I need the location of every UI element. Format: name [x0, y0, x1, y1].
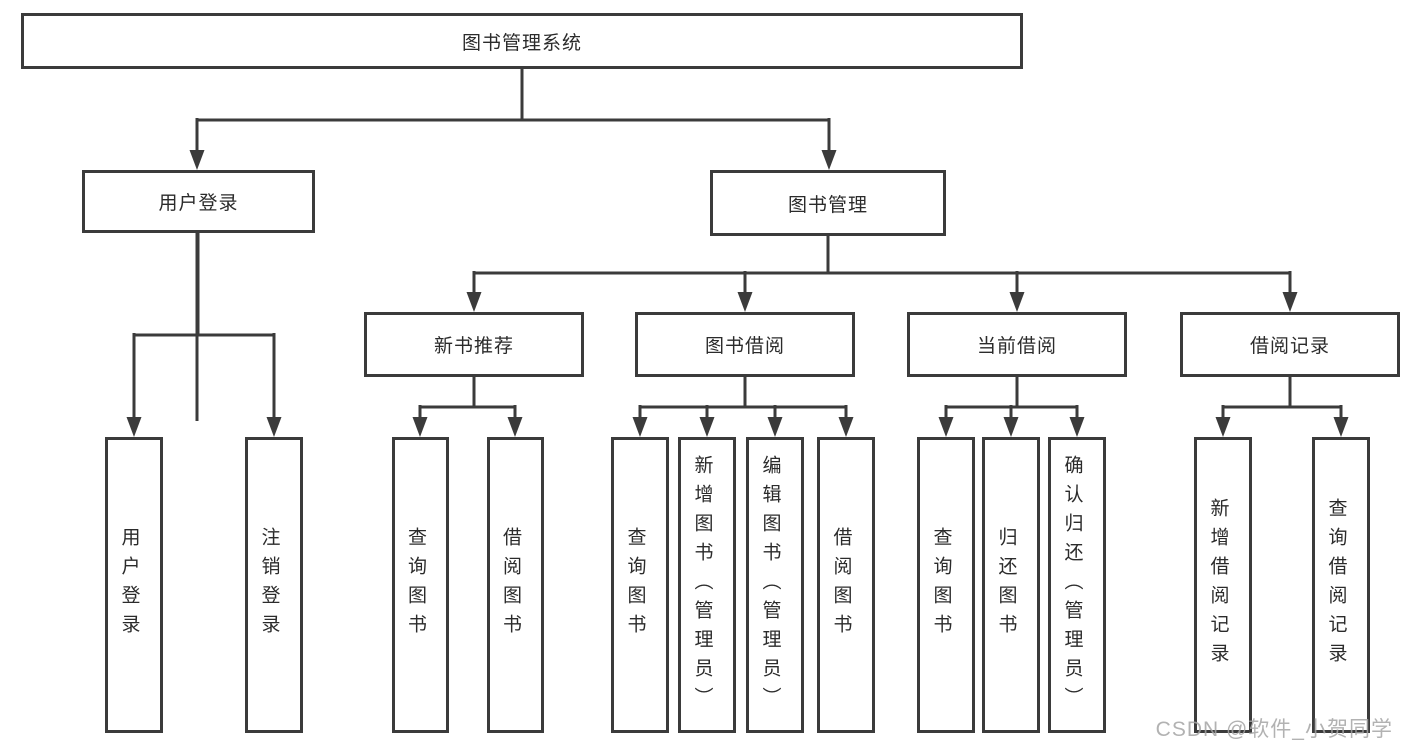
leaf-newrec-borrow-book-label: 借阅图书 — [500, 527, 521, 643]
leaf-user-login: 用户登录 — [105, 437, 163, 733]
leaf-current-confirm-return: 确认归还（管理员） — [1048, 437, 1106, 733]
leaf-borrow-borrow-book: 借阅图书 — [817, 437, 875, 733]
leaf-borrow-borrow-book-label: 借阅图书 — [830, 527, 852, 643]
node-current-borrow-label: 当前借阅 — [976, 336, 1057, 357]
leaf-record-add: 新增借阅记录 — [1194, 437, 1252, 733]
leaf-newrec-query-book: 查询图书 — [392, 437, 449, 733]
arrowheads — [126, 150, 1349, 437]
leaf-logout-label: 注销登录 — [258, 527, 280, 643]
leaf-borrow-query-book-label: 查询图书 — [624, 527, 646, 643]
node-book-borrow: 图书借阅 — [635, 312, 855, 377]
csdn-watermark: CSDN @软件_小贺同学 — [1155, 718, 1393, 741]
leaf-record-add-label: 新增借阅记录 — [1207, 498, 1229, 672]
node-borrow-record-label: 借阅记录 — [1249, 336, 1330, 357]
leaf-current-return-book-label: 归还图书 — [995, 527, 1017, 643]
leaf-current-query-book-label: 查询图书 — [930, 527, 952, 643]
leaf-user-login-label: 用户登录 — [118, 527, 140, 643]
node-borrow-record: 借阅记录 — [1180, 312, 1400, 377]
node-root-label: 图书管理系统 — [461, 32, 582, 54]
leaf-current-query-book: 查询图书 — [917, 437, 975, 733]
leaf-borrow-add-book-label: 新增图书（管理员） — [691, 454, 713, 716]
node-new-book-recommend-label: 新书推荐 — [433, 336, 514, 357]
node-user-login-label: 用户登录 — [158, 193, 239, 214]
leaf-newrec-query-book-label: 查询图书 — [405, 527, 426, 643]
node-book-management-label: 图书管理 — [787, 194, 868, 216]
node-book-borrow-label: 图书借阅 — [704, 336, 785, 357]
leaf-current-confirm-return-label: 确认归还（管理员） — [1061, 454, 1083, 716]
leaf-borrow-add-book: 新增图书（管理员） — [678, 437, 736, 733]
leaf-newrec-borrow-book: 借阅图书 — [487, 437, 544, 733]
leaf-record-query: 查询借阅记录 — [1312, 437, 1370, 733]
node-book-management: 图书管理 — [710, 170, 946, 236]
node-current-borrow: 当前借阅 — [907, 312, 1127, 377]
leaf-logout: 注销登录 — [245, 437, 303, 733]
leaf-current-return-book: 归还图书 — [982, 437, 1040, 733]
leaf-record-query-label: 查询借阅记录 — [1325, 498, 1347, 672]
leaf-borrow-query-book: 查询图书 — [611, 437, 669, 733]
leaf-borrow-edit-book: 编辑图书（管理员） — [746, 437, 804, 733]
node-new-book-recommend: 新书推荐 — [364, 312, 584, 377]
node-root: 图书管理系统 — [21, 13, 1023, 69]
leaf-borrow-edit-book-label: 编辑图书（管理员） — [759, 454, 781, 716]
node-user-login: 用户登录 — [82, 170, 315, 233]
